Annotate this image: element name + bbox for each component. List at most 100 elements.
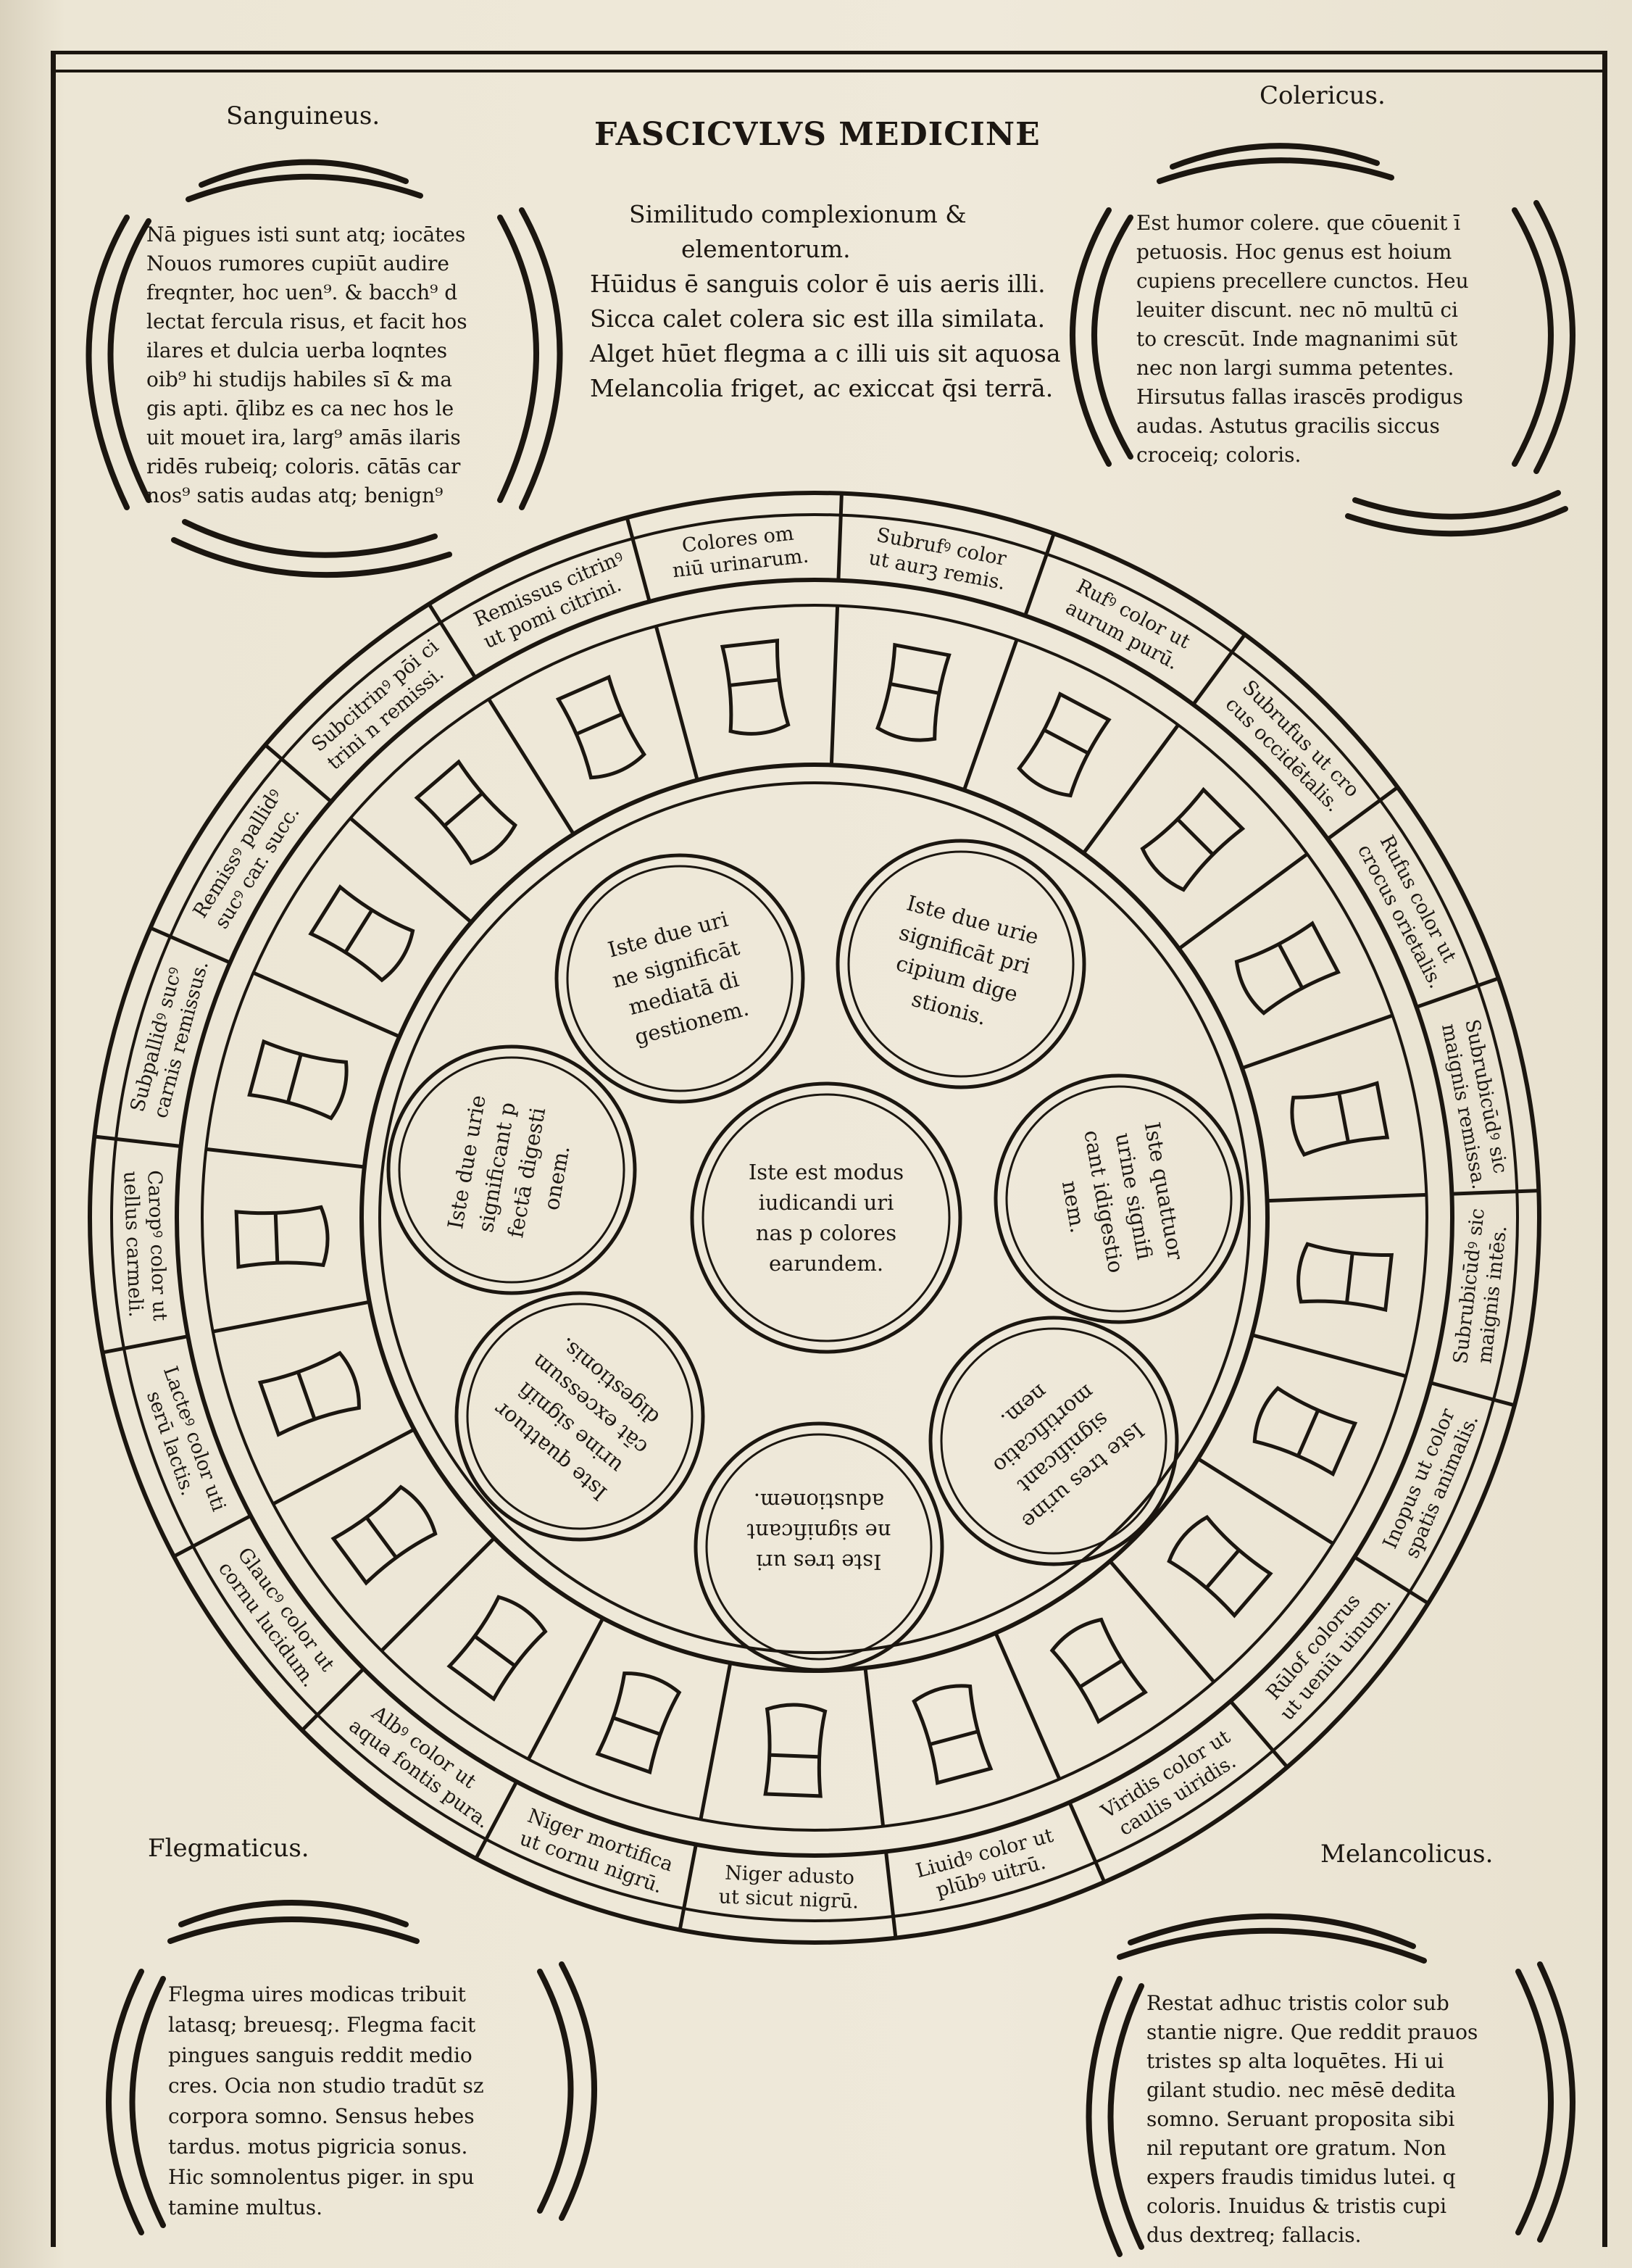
paragraph-line: to crescūt. Inde magnanimi sūt	[1136, 327, 1458, 351]
urine-flask-icon	[1167, 1515, 1273, 1619]
inner-circle-rim	[1005, 1085, 1233, 1313]
urine-flask-icon	[1140, 786, 1246, 892]
circle-text-bottom: Iste tres uri ne significant adustionem.	[746, 1489, 891, 1574]
flask-divider	[1241, 1013, 1394, 1070]
corner-label-colericus: Colericus.	[1260, 81, 1386, 110]
paragraph-line: tristes sp alta loquētes. Hi ui	[1146, 2049, 1444, 2073]
paragraph-line: croceiq; coloris.	[1136, 443, 1302, 467]
center-circle-rim	[701, 1093, 951, 1342]
ring-divider	[427, 602, 477, 679]
paragraph-line: cres. Ocia non studio tradūt sz	[168, 2074, 484, 2098]
paragraph-line: Restat adhuc tristis color sub	[1146, 1991, 1449, 2015]
flask-divider	[1267, 1192, 1427, 1203]
urine-flask-icon	[912, 1684, 994, 1785]
ring-divider	[625, 517, 651, 602]
ring-divider	[1229, 1700, 1289, 1769]
paragraph-line: dus dextreq; fallacis.	[1146, 2223, 1362, 2247]
flask-divider	[526, 1617, 605, 1761]
flask-divider	[863, 1667, 886, 1827]
urine-flask-icon	[595, 1671, 682, 1775]
paragraph-line: freqnter, hoc uen⁹. & bacch⁹ d	[146, 281, 458, 304]
ring-divider	[1326, 786, 1399, 841]
inner-circle	[694, 1421, 944, 1672]
urine-flask-icon	[1290, 1081, 1390, 1157]
paragraph-line: ridēs rubeiq; coloris. cātās car	[146, 454, 461, 478]
ring-divider	[1452, 1189, 1539, 1196]
flask-divider	[349, 816, 472, 924]
ring-divider	[884, 1851, 898, 1938]
paragraph-line: audas. Astutus gracilis siccus	[1136, 414, 1440, 438]
paragraph-line: Hic somnolentus piger. in spu	[168, 2165, 475, 2189]
circle-text-center: Iste est modus iudicandi uri nas p color…	[748, 1160, 904, 1276]
center-verse-line-6: Melancolia friget, ac exiccat q̄si terrā…	[590, 374, 1054, 402]
paragraph-line: nec non largi summa petentes.	[1136, 356, 1454, 380]
ring-label: Niger adusto ut sicut nigrū.	[718, 1862, 860, 1914]
flask-divider	[272, 1427, 415, 1506]
paragraph-line: nil reputant ore gratum. Non	[1146, 2136, 1446, 2160]
inner-circle	[386, 1044, 637, 1295]
paragraph-line: pingues sanguis reddit medio	[168, 2043, 472, 2067]
inner-circle-rim	[847, 850, 1075, 1078]
wheel-hub-ring	[378, 781, 1251, 1654]
urine-flask-icon	[1296, 1242, 1394, 1313]
wheel-outer-ring	[88, 491, 1541, 1945]
urine-flask-icon	[257, 1350, 361, 1437]
urine-flask-icon	[875, 642, 952, 742]
inner-circle-rim	[466, 1303, 694, 1530]
paragraph-line: latasq; breuesq;. Flegma facit	[168, 2013, 476, 2037]
inner-circle-rim	[566, 865, 794, 1092]
corner-label-flegmaticus: Flegmaticus.	[148, 1834, 309, 1863]
inner-circle-rim	[705, 1433, 933, 1661]
flask-divider	[380, 1537, 496, 1653]
ring-divider	[149, 926, 231, 965]
urine-flask-icon	[763, 1703, 828, 1798]
ring-divider	[1023, 533, 1056, 617]
paragraph-line: ilares et dulcia uerba loqntes	[146, 338, 448, 362]
paragraph-line: Hirsutus fallas irascēs prodigus	[1136, 385, 1463, 409]
ring-label: Caropꝰ color ut uellus carmeli.	[118, 1169, 171, 1321]
flask-divider	[699, 1662, 733, 1820]
ring-divider	[474, 1780, 519, 1860]
paragraph-line: Nouos rumores cupiūt audire	[146, 252, 449, 275]
paragraph-line: gis apti. q̄libz es ca nec hos le	[146, 396, 454, 420]
ring-divider	[836, 493, 844, 581]
urine-flask-icon	[308, 884, 415, 983]
wheel-label-ring-inner	[175, 578, 1454, 1858]
paragraph-line: somno. Seruant proposita sibi	[1146, 2107, 1455, 2131]
flask-divider	[654, 626, 699, 781]
paragraph-line: expers fraudis timidus lutei. q	[1146, 2165, 1456, 2189]
flask-divider	[206, 1147, 365, 1169]
flask-divider	[487, 698, 575, 836]
flask-divider	[1108, 1560, 1216, 1684]
flask-divider	[829, 605, 840, 765]
urine-flask-icon	[234, 1205, 330, 1269]
paragraph-line: Est humor colere. que cōuenit ī	[1136, 211, 1461, 235]
inner-circle	[836, 839, 1086, 1089]
paragraph-line: petuosis. Hoc genus est hoium	[1136, 240, 1452, 264]
flask-divider	[252, 971, 401, 1039]
center-verse-line-4: Sicca calet colera sic est illa similata…	[590, 304, 1046, 333]
urine-flask-icon	[330, 1484, 438, 1586]
page-border-rule	[51, 70, 1607, 72]
paragraph-line: lectat fercula risus, et facit hos	[146, 310, 467, 333]
ring-divider	[94, 1134, 181, 1148]
urine-flask-icon	[720, 638, 791, 736]
urine-flask-icon	[247, 1039, 349, 1121]
urine-flask-icon	[555, 674, 646, 780]
wheel-outer-ring-inner	[110, 513, 1519, 1922]
center-verse-line-3: Hūidus ē sanguis color ē uis aeris illi.	[590, 270, 1046, 298]
urine-flask-icon	[446, 1595, 548, 1702]
inner-circle	[454, 1291, 705, 1542]
ring-divider	[1415, 976, 1499, 1009]
paragraph-line: cupiens precellere cunctos. Heu	[1136, 269, 1469, 293]
urine-flask-icon	[1017, 691, 1112, 798]
flask-divider	[1196, 1457, 1334, 1545]
page-title: FASCICVLVS MEDICINE	[594, 116, 1041, 153]
ring-divider	[1430, 1381, 1515, 1408]
corner-label-sanguineus: Sanguineus.	[226, 101, 380, 130]
paragraph-line: Flegma uires modicas tribuit	[168, 1982, 466, 2006]
ring-divider	[1067, 1801, 1107, 1883]
flask-divider	[1178, 852, 1309, 950]
